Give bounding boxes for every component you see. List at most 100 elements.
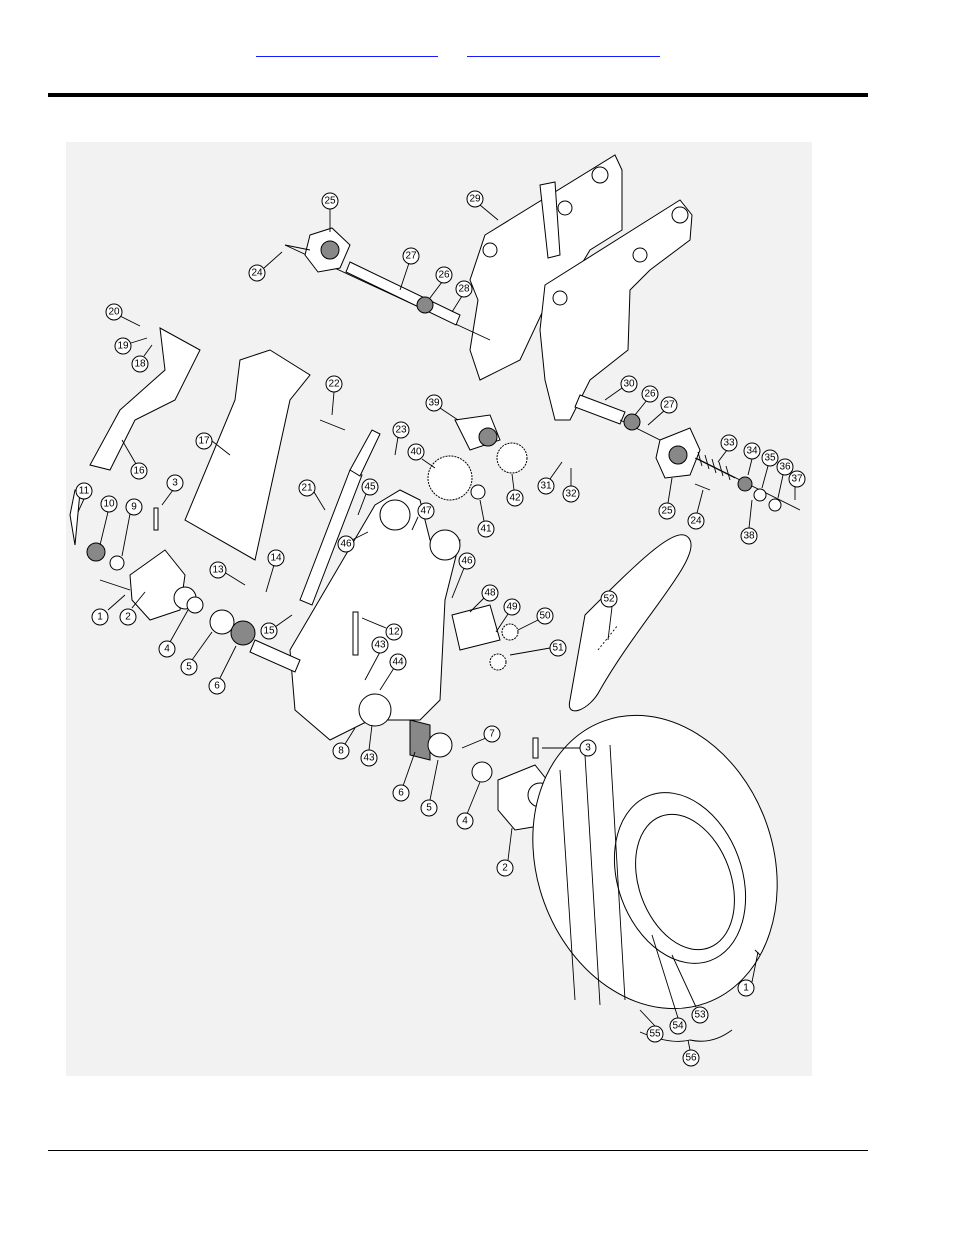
callout: 31 xyxy=(537,461,563,495)
callout: 50 xyxy=(517,607,554,631)
callout: 48 xyxy=(469,584,499,613)
callout: 29 xyxy=(466,190,499,221)
svg-text:32: 32 xyxy=(565,489,577,500)
svg-text:53: 53 xyxy=(694,1010,706,1021)
callout: 1 xyxy=(737,951,759,997)
svg-text:36: 36 xyxy=(779,462,791,473)
callout: 19 xyxy=(114,337,148,355)
callout: 14 xyxy=(265,549,285,593)
svg-text:25: 25 xyxy=(324,196,336,207)
svg-text:38: 38 xyxy=(743,531,755,542)
callout: 2 xyxy=(119,591,146,626)
chain-52 xyxy=(568,534,692,712)
callout: 37 xyxy=(788,470,806,500)
svg-text:42: 42 xyxy=(509,493,521,504)
svg-text:39: 39 xyxy=(428,398,440,409)
svg-text:41: 41 xyxy=(480,524,492,535)
svg-text:45: 45 xyxy=(364,482,376,493)
callout: 11 xyxy=(75,482,93,513)
header-link-1[interactable] xyxy=(256,44,438,57)
bearing-flanges xyxy=(304,227,701,479)
callout: 40 xyxy=(407,443,436,469)
svg-text:17: 17 xyxy=(198,436,210,447)
svg-text:46: 46 xyxy=(461,556,473,567)
callout: 17 xyxy=(195,432,231,456)
callout: 43 xyxy=(360,724,378,767)
rocker-arm xyxy=(289,489,461,741)
svg-text:24: 24 xyxy=(251,268,263,279)
callout: 25 xyxy=(321,192,339,232)
svg-text:2: 2 xyxy=(125,612,131,623)
callout: 36 xyxy=(776,458,794,499)
callout: 26 xyxy=(634,385,659,416)
callout: 24 xyxy=(248,251,283,282)
svg-text:14: 14 xyxy=(270,553,282,564)
callout: 41 xyxy=(477,499,495,538)
callout: 1 xyxy=(91,594,126,626)
svg-text:44: 44 xyxy=(392,657,404,668)
svg-text:29: 29 xyxy=(469,194,481,205)
svg-text:16: 16 xyxy=(133,466,145,477)
svg-text:19: 19 xyxy=(117,341,129,352)
callout: 43 xyxy=(364,636,389,681)
callout: 4 xyxy=(158,609,189,658)
callout: 26 xyxy=(429,266,453,299)
callout: 46 xyxy=(451,552,476,599)
guard-16 xyxy=(89,327,201,471)
svg-text:51: 51 xyxy=(552,643,564,654)
callout: 22 xyxy=(325,375,343,416)
svg-text:52: 52 xyxy=(603,594,615,605)
callout: 25 xyxy=(658,477,676,520)
svg-text:4: 4 xyxy=(164,644,170,655)
callout: 32 xyxy=(562,468,580,503)
svg-text:20: 20 xyxy=(108,307,120,318)
svg-text:55: 55 xyxy=(649,1029,661,1040)
svg-text:30: 30 xyxy=(623,379,635,390)
svg-text:34: 34 xyxy=(746,446,758,457)
header-link-2[interactable] xyxy=(467,44,660,57)
collar-38 xyxy=(768,498,782,512)
callout: 20 xyxy=(105,303,141,327)
callout: 49 xyxy=(495,598,521,633)
svg-text:26: 26 xyxy=(438,270,450,281)
svg-text:26: 26 xyxy=(644,389,656,400)
svg-text:6: 6 xyxy=(214,681,220,692)
callout: 54 xyxy=(651,934,687,1035)
svg-text:31: 31 xyxy=(540,481,552,492)
svg-text:1: 1 xyxy=(97,612,103,623)
callout: 46 xyxy=(337,531,369,553)
callout: 35 xyxy=(761,449,779,489)
svg-text:12: 12 xyxy=(388,627,400,638)
callout: 45 xyxy=(357,478,379,516)
svg-text:28: 28 xyxy=(458,284,470,295)
svg-text:10: 10 xyxy=(103,499,115,510)
callout: 52 xyxy=(600,590,618,641)
callout: 4 xyxy=(456,781,481,830)
bearing-26-lower xyxy=(623,413,641,431)
callout: 24 xyxy=(687,489,705,530)
svg-text:11: 11 xyxy=(79,486,90,497)
svg-text:2: 2 xyxy=(502,863,508,874)
header-rule xyxy=(48,93,868,97)
svg-text:1: 1 xyxy=(743,983,749,994)
svg-text:3: 3 xyxy=(585,743,591,754)
callout: 6 xyxy=(392,751,416,802)
callout-labels: 1 1 2 2 3 3 4 4 5 5 6 6 7 8 9 10 11 12 1… xyxy=(75,190,806,1067)
callout: 3 xyxy=(161,474,184,506)
svg-text:27: 27 xyxy=(405,251,417,262)
svg-text:27: 27 xyxy=(663,400,675,411)
callout: 56 xyxy=(682,1039,700,1067)
callout: 44 xyxy=(379,653,407,691)
svg-text:35: 35 xyxy=(764,453,776,464)
callout: 12 xyxy=(361,617,403,641)
footer-rule xyxy=(48,1150,868,1151)
callout: 33 xyxy=(717,434,738,463)
callout: 51 xyxy=(509,639,567,657)
callout: 47 xyxy=(411,502,435,531)
svg-text:49: 49 xyxy=(506,602,518,613)
callout: 13 xyxy=(209,561,246,586)
svg-text:43: 43 xyxy=(363,753,375,764)
svg-text:56: 56 xyxy=(685,1053,697,1064)
idler-sprocket-assembly xyxy=(427,414,528,501)
